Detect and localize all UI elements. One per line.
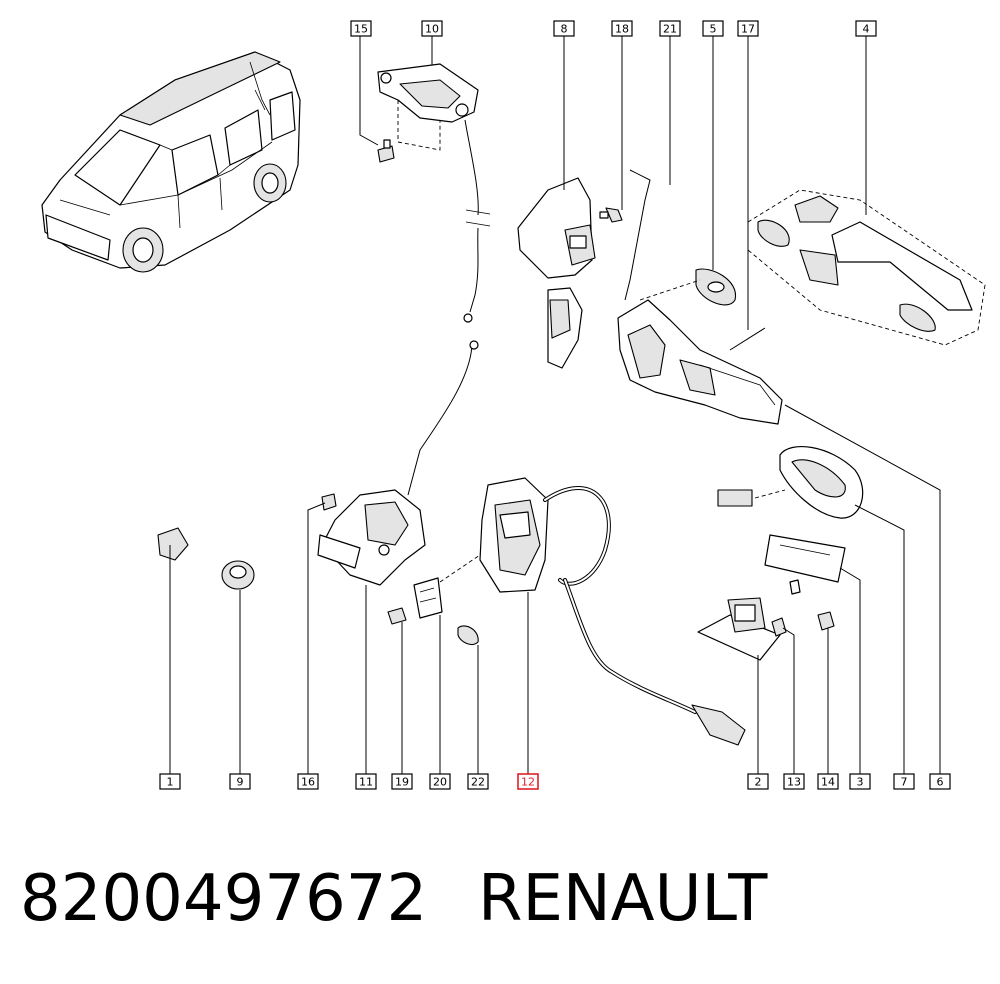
callout-18: 18 bbox=[611, 20, 633, 37]
svg-text:16: 16 bbox=[301, 776, 315, 789]
part-14-screw bbox=[789, 579, 835, 631]
part-15-screw bbox=[377, 139, 395, 163]
svg-text:13: 13 bbox=[787, 776, 801, 789]
brand-name: RENAULT bbox=[478, 862, 768, 936]
svg-text:4: 4 bbox=[863, 23, 870, 36]
svg-text:10: 10 bbox=[425, 23, 439, 36]
footer-caption: 8200497672 RENAULT bbox=[0, 862, 1000, 952]
part-8-lock-block bbox=[517, 177, 623, 369]
svg-text:17: 17 bbox=[741, 23, 755, 36]
callout-21: 21 bbox=[659, 20, 681, 37]
callout-17: 17 bbox=[737, 20, 759, 37]
part-6-handle-carrier bbox=[617, 279, 783, 425]
svg-text:7: 7 bbox=[901, 776, 908, 789]
callout-9: 9 bbox=[229, 773, 251, 790]
part-5-gasket bbox=[695, 268, 736, 306]
callout-8: 8 bbox=[553, 20, 575, 37]
callout-20: 20 bbox=[429, 773, 451, 790]
leader-lines bbox=[169, 36, 941, 775]
callout-6: 6 bbox=[929, 773, 951, 790]
callout-10: 10 bbox=[421, 20, 443, 37]
callout-3: 3 bbox=[849, 773, 871, 790]
callout-15: 15 bbox=[350, 20, 372, 37]
callout-2: 2 bbox=[747, 773, 769, 790]
svg-text:15: 15 bbox=[354, 23, 368, 36]
callout-12-highlighted: 12 bbox=[517, 773, 539, 790]
svg-text:2: 2 bbox=[755, 776, 762, 789]
svg-text:21: 21 bbox=[663, 23, 677, 36]
part-2-actuator bbox=[697, 597, 781, 661]
part-20-clip bbox=[413, 577, 443, 619]
svg-text:9: 9 bbox=[237, 776, 244, 789]
upper-cable bbox=[407, 119, 491, 496]
callout-19: 19 bbox=[391, 773, 413, 790]
part-22-grommet bbox=[457, 625, 479, 645]
svg-text:12: 12 bbox=[521, 776, 535, 789]
part-13-screw bbox=[771, 617, 787, 637]
part-19-screw bbox=[387, 607, 407, 625]
part-3-bracket bbox=[764, 534, 846, 583]
part-4-outer-handle bbox=[747, 189, 986, 346]
svg-text:1: 1 bbox=[167, 776, 174, 789]
callout-7: 7 bbox=[893, 773, 915, 790]
callout-13: 13 bbox=[783, 773, 805, 790]
part-16-screw bbox=[321, 493, 337, 511]
svg-text:20: 20 bbox=[433, 776, 447, 789]
part-10-upper-latch bbox=[377, 63, 479, 151]
svg-text:18: 18 bbox=[615, 23, 629, 36]
svg-text:3: 3 bbox=[857, 776, 864, 789]
svg-text:5: 5 bbox=[710, 23, 717, 36]
part-9-grommet bbox=[221, 560, 255, 590]
svg-text:19: 19 bbox=[395, 776, 409, 789]
part-17-pin bbox=[729, 327, 766, 351]
callout-4: 4 bbox=[855, 20, 877, 37]
svg-text:14: 14 bbox=[821, 776, 835, 789]
svg-text:8: 8 bbox=[561, 23, 568, 36]
svg-text:6: 6 bbox=[937, 776, 944, 789]
van-illustration bbox=[41, 51, 301, 273]
callout-14: 14 bbox=[817, 773, 839, 790]
callout-22: 22 bbox=[467, 773, 489, 790]
callout-16: 16 bbox=[297, 773, 319, 790]
callout-5: 5 bbox=[702, 20, 724, 37]
part-12-door-lock bbox=[439, 477, 746, 746]
callout-1: 1 bbox=[159, 773, 181, 790]
part-number: 8200497672 bbox=[20, 862, 428, 936]
exploded-parts-diagram: 15 10 8 18 21 5 17 4 1 9 16 11 19 20 22 … bbox=[41, 20, 986, 790]
svg-text:22: 22 bbox=[471, 776, 485, 789]
part-7-inner-handle bbox=[717, 446, 864, 519]
part-1-bushing bbox=[157, 527, 189, 561]
part-21-rod bbox=[624, 169, 651, 301]
callout-11: 11 bbox=[355, 773, 377, 790]
svg-text:11: 11 bbox=[359, 776, 373, 789]
part-11-lock bbox=[317, 489, 426, 586]
